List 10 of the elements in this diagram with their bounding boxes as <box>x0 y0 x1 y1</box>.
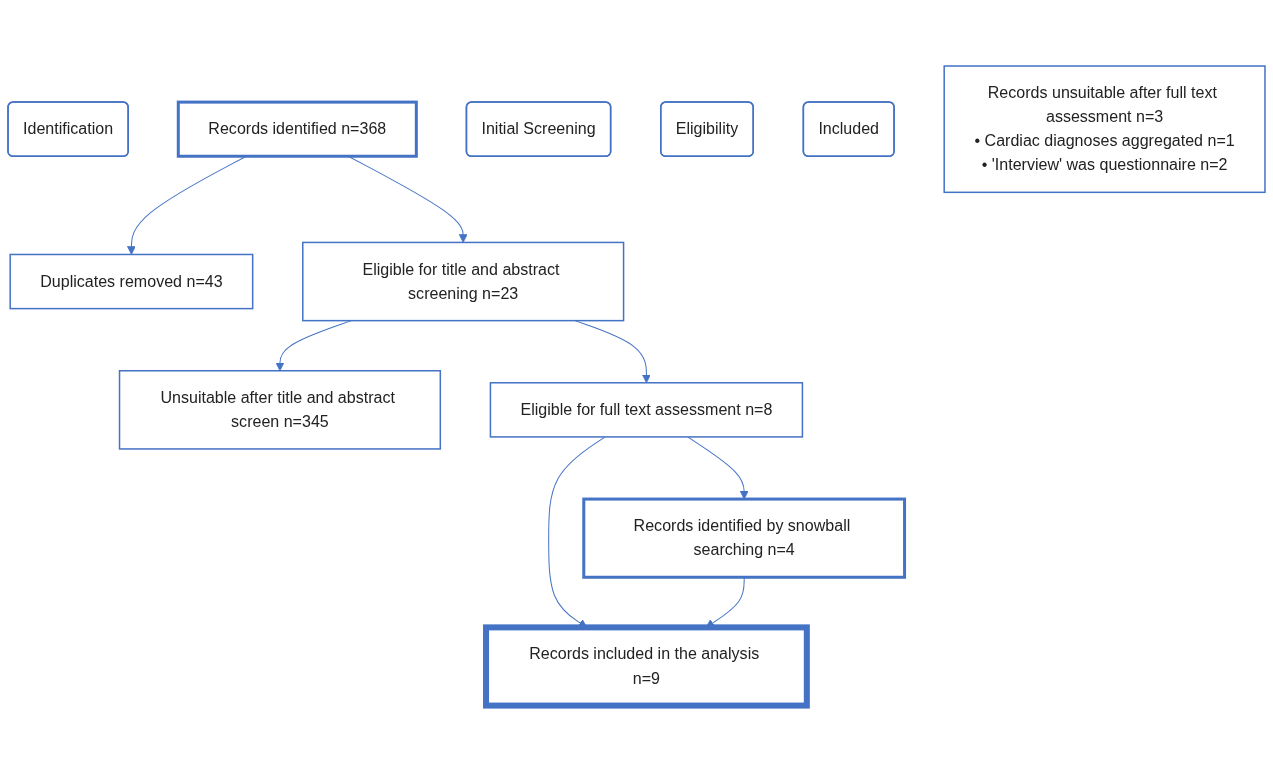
arrow <box>574 319 651 383</box>
node-box: Records included in the analysis n=9 <box>483 624 810 709</box>
arrow <box>275 319 352 371</box>
node-box: Records unsuitable after full text assessment n=3 • Cardiac diagnoses aggregated n=1 • 'Interview' was questionnaire n=2 <box>943 64 1266 193</box>
node-box: Records identified n=368 <box>176 100 418 158</box>
node-box: Eligible for full text assessment n=8 <box>489 381 804 438</box>
node-box: Unsuitable after title and abstract screen n=345 <box>118 369 442 450</box>
node-box: Records identified by snowball searching n=4 <box>582 497 907 579</box>
node-box: Eligible for title and abstract screening n=23 <box>302 241 625 322</box>
node-box: Duplicates removed n=43 <box>9 253 254 310</box>
